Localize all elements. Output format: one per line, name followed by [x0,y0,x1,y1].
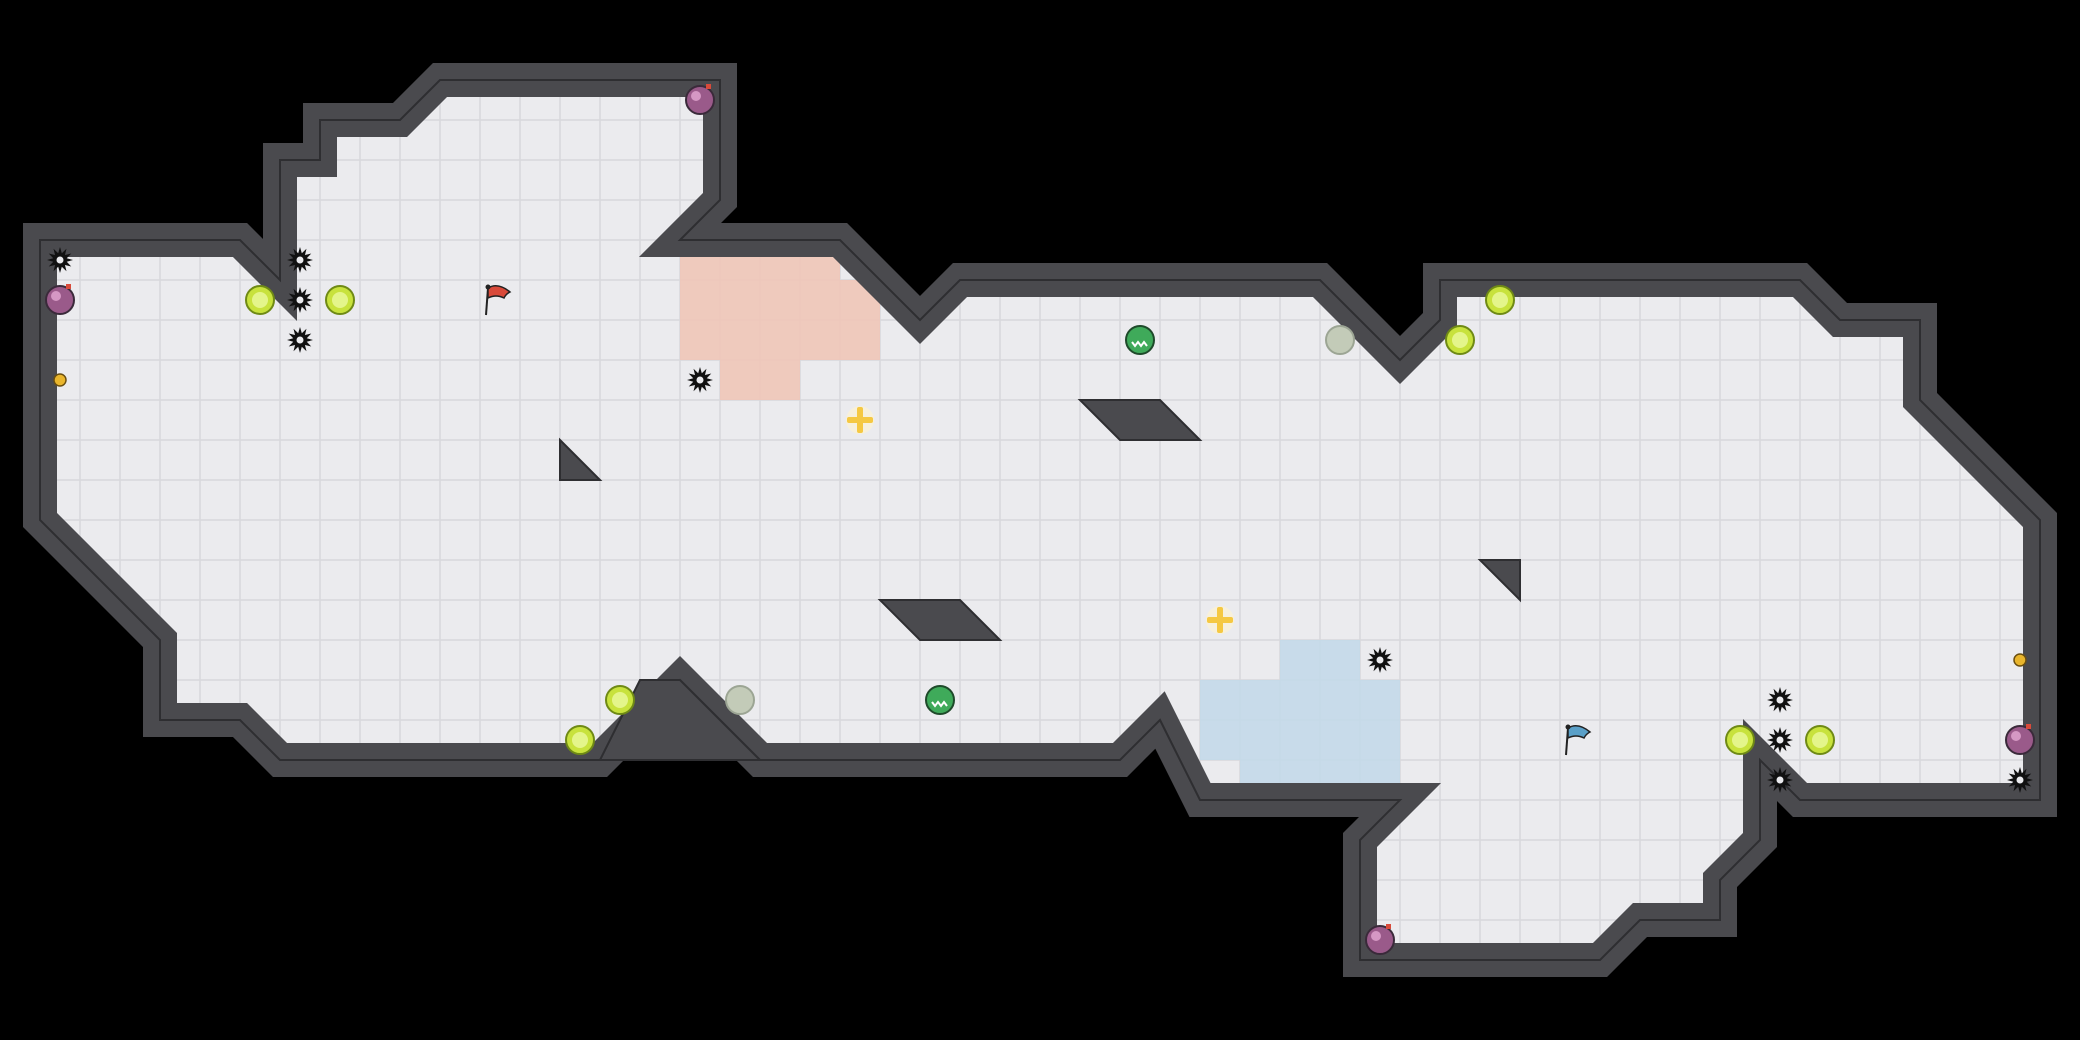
portal-icon [846,406,874,434]
blue-zone-tile [1360,680,1400,720]
bomb [1365,924,1395,955]
inner-wall [877,599,1003,641]
portal-icon [1206,606,1234,634]
blue-zone-tile [1200,680,1240,720]
inner-wall [1477,559,1521,603]
red-zone-tile [760,320,800,360]
boost-pad [1445,325,1475,355]
zone-layer [680,240,1400,800]
inner-wall [1077,399,1203,441]
powerup [1125,325,1155,355]
spike-icon [1767,767,1793,793]
blue-zone-tile [1240,680,1280,720]
inactive-boost-pad [725,685,755,715]
blue-zone-tile [1280,680,1320,720]
inactive-boost-pad [1325,325,1355,355]
boost-pad [245,285,275,315]
spike-icon [1767,687,1793,713]
entity-layer [45,84,2035,955]
red-flag-icon [485,284,512,316]
blue-flag-icon [1565,724,1592,756]
red-zone-tile [720,360,760,400]
spike-icon [687,367,713,393]
wall-layer [23,63,2057,977]
red-zone-tile [760,360,800,400]
spike-icon [287,327,313,353]
red-zone-tile [720,320,760,360]
red-zone-tile [680,320,720,360]
red-zone-tile [800,320,840,360]
blue-zone-tile [1320,640,1360,680]
boost-pad [1805,725,1835,755]
red-zone-tile [840,320,880,360]
blue-zone-tile [1320,680,1360,720]
blue-zone-tile [1240,720,1280,760]
inner-wall [598,679,763,761]
inner-wall [559,437,603,481]
spike-icon [1367,647,1393,673]
blue-zone-tile [1320,720,1360,760]
red-zone-tile [800,280,840,320]
boost-pad [565,725,595,755]
bomb [2005,724,2035,755]
bomb [45,284,75,315]
powerup [925,685,955,715]
coin-icon [53,373,67,387]
boost-pad [1725,725,1755,755]
spike-icon [47,247,73,273]
boost-pad [325,285,355,315]
boost-pad [1485,285,1515,315]
bomb [685,84,715,115]
coin-icon [2013,653,2027,667]
spike-icon [1767,727,1793,753]
blue-zone-tile [1360,720,1400,760]
blue-zone-tile [1280,720,1320,760]
boost-pad [605,685,635,715]
spike-icon [2007,767,2033,793]
blue-zone-tile [1280,640,1320,680]
blue-zone-tile [1200,720,1240,760]
red-zone-tile [680,280,720,320]
red-zone-tile [760,280,800,320]
red-zone-tile [720,280,760,320]
spike-icon [287,287,313,313]
spike-icon [287,247,313,273]
